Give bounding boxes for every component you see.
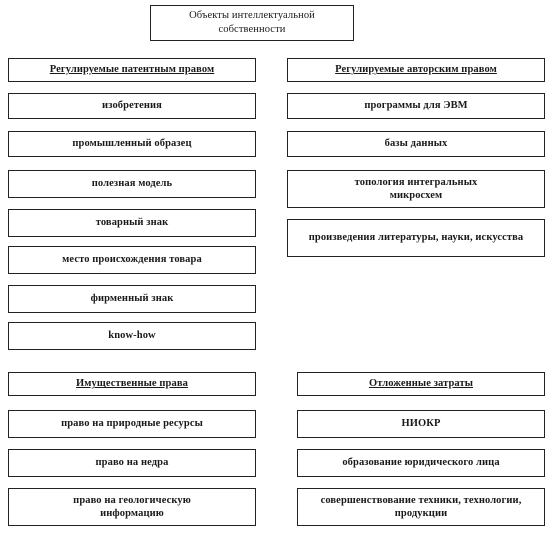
- property-item-text: право на геологическую информацию: [73, 494, 191, 519]
- copyright-item: топология интегральных микросхем: [287, 170, 545, 208]
- patent-item-text: фирменный знак: [90, 293, 174, 305]
- patent-item: промышленный образец: [8, 131, 256, 157]
- property-header: Имущественные права: [8, 372, 256, 396]
- deferred-header-text: Отложенные затраты: [368, 378, 474, 390]
- patent-item-text: товарный знак: [95, 217, 169, 229]
- copyright-header-text: Регулируемые авторским правом: [335, 64, 497, 76]
- deferred-header: Отложенные затраты: [297, 372, 545, 396]
- copyright-item: произведения литературы, науки, искусств…: [287, 219, 545, 257]
- deferred-item: совершенствование техники, технологии, п…: [297, 488, 545, 526]
- copyright-item-text: произведения литературы, науки, искусств…: [308, 232, 524, 244]
- copyright-item-text: программы для ЭВМ: [364, 100, 468, 112]
- property-item: право на геологическую информацию: [8, 488, 256, 526]
- diagram-title-text: Объекты интеллектуальной собственности: [189, 10, 315, 35]
- copyright-item-text: топология интегральных микросхем: [354, 176, 478, 201]
- deferred-item-text: НИОКР: [401, 418, 441, 430]
- property-item: право на недра: [8, 449, 256, 477]
- copyright-item: программы для ЭВМ: [287, 93, 545, 119]
- patent-header: Регулируемые патентным правом: [8, 58, 256, 82]
- patent-item: место происхождения товара: [8, 246, 256, 274]
- patent-item: полезная модель: [8, 170, 256, 198]
- diagram-title: Объекты интеллектуальной собственности: [150, 5, 354, 41]
- property-item: право на природные ресурсы: [8, 410, 256, 438]
- patent-item: изобретения: [8, 93, 256, 119]
- deferred-item-text: совершенствование техники, технологии, п…: [320, 494, 522, 519]
- patent-item-text: изобретения: [102, 100, 162, 112]
- copyright-item: базы данных: [287, 131, 545, 157]
- patent-item-text: know-how: [108, 330, 156, 342]
- property-item-text: право на природные ресурсы: [61, 418, 203, 430]
- patent-item: know-how: [8, 322, 256, 350]
- property-header-text: Имущественные права: [76, 378, 188, 390]
- deferred-item: образование юридического лица: [297, 449, 545, 477]
- property-item-text: право на недра: [95, 457, 169, 469]
- patent-item-text: полезная модель: [91, 178, 173, 190]
- copyright-header: Регулируемые авторским правом: [287, 58, 545, 82]
- patent-header-text: Регулируемые патентным правом: [49, 64, 215, 76]
- patent-item: фирменный знак: [8, 285, 256, 313]
- copyright-item-text: базы данных: [384, 138, 448, 150]
- patent-item: товарный знак: [8, 209, 256, 237]
- deferred-item-text: образование юридического лица: [342, 457, 500, 469]
- patent-item-text: место происхождения товара: [62, 254, 202, 266]
- patent-item-text: промышленный образец: [72, 138, 192, 150]
- deferred-item: НИОКР: [297, 410, 545, 438]
